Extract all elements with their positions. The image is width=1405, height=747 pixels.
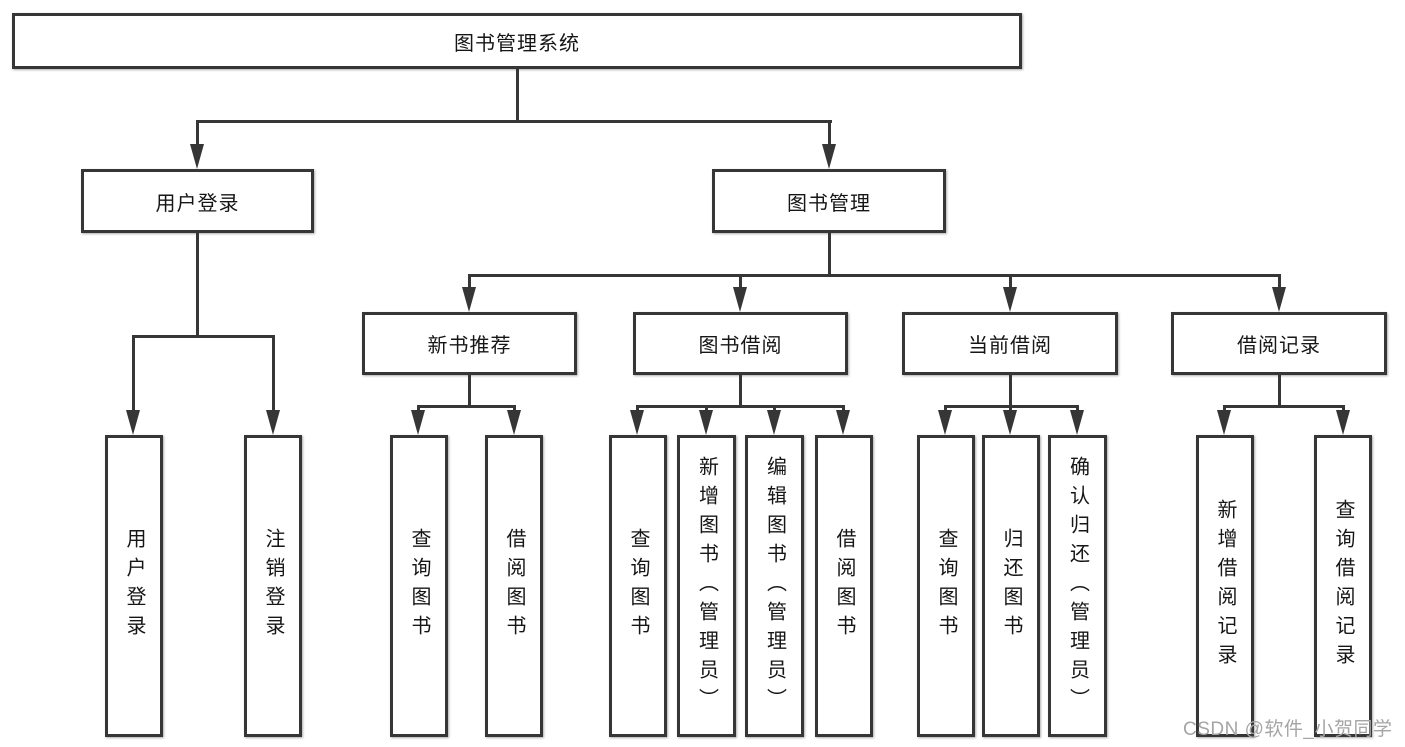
connector-line (272, 335, 275, 413)
leaf-logout: 注销登录 (244, 435, 302, 737)
arrow-down-icon (1003, 287, 1017, 312)
leaf-user-login: 用户登录 (105, 435, 163, 737)
arrow-down-icon (630, 410, 644, 435)
connector-line (468, 274, 1281, 277)
arrow-down-icon (411, 410, 425, 435)
connector-line (1223, 405, 1345, 408)
arrow-down-icon (822, 144, 836, 169)
node-book-borrow: 图书借阅 (633, 312, 848, 375)
arrow-down-icon (733, 287, 747, 312)
arrow-down-icon (1272, 287, 1286, 312)
leaf-label: 编辑图书（管理员） (763, 455, 786, 717)
leaf-add-book-admin: 新增图书（管理员） (677, 435, 736, 737)
connector-line (468, 274, 471, 290)
node-root-system: 图书管理系统 (12, 13, 1022, 69)
arrow-down-icon (462, 287, 476, 312)
node-current-borrow: 当前借阅 (902, 312, 1118, 375)
connector-line (196, 120, 832, 123)
leaf-label: 归还图书 (1000, 528, 1022, 644)
connector-line (417, 405, 516, 408)
arrow-down-icon (507, 410, 521, 435)
connector-line (132, 335, 135, 413)
node-borrow-records: 借阅记录 (1171, 312, 1387, 375)
leaf-label: 查询图书 (935, 528, 957, 644)
arrow-down-icon (1336, 410, 1350, 435)
arrow-down-icon (767, 410, 781, 435)
leaf-query-books-borrow: 查询图书 (609, 435, 667, 737)
leaf-query-borrow-record: 查询借阅记录 (1314, 435, 1372, 737)
connector-line (1278, 375, 1281, 407)
leaf-query-books-current: 查询图书 (917, 435, 975, 737)
arrow-down-icon (699, 410, 713, 435)
leaf-label: 查询图书 (408, 528, 430, 644)
leaf-label: 新增借阅记录 (1214, 499, 1236, 673)
csdn-watermark: CSDN @软件_小贺同学 (1183, 719, 1393, 740)
arrow-down-icon (1070, 410, 1084, 435)
leaf-confirm-return-admin: 确认归还（管理员） (1048, 435, 1107, 737)
connector-line (636, 405, 845, 408)
connector-line (196, 120, 199, 150)
leaf-edit-book-admin: 编辑图书（管理员） (745, 435, 804, 737)
node-label: 图书管理 (787, 192, 871, 215)
arrow-down-icon (190, 144, 204, 169)
leaf-query-books-recommend: 查询图书 (390, 435, 448, 737)
arrow-down-icon (836, 410, 850, 435)
leaf-label: 查询借阅记录 (1332, 499, 1354, 673)
arrow-down-icon (1003, 410, 1017, 435)
leaf-add-borrow-record: 新增借阅记录 (1196, 435, 1254, 737)
node-book-management: 图书管理 (712, 169, 946, 233)
leaf-label: 查询图书 (627, 528, 649, 644)
arrow-down-icon (938, 410, 952, 435)
connector-line (516, 69, 519, 122)
leaf-label: 新增图书（管理员） (695, 455, 718, 717)
arrow-down-icon (266, 410, 280, 435)
node-label: 当前借阅 (968, 335, 1052, 357)
node-user-login: 用户登录 (81, 169, 314, 233)
connector-line (196, 233, 199, 338)
node-label: 新书推荐 (427, 335, 512, 357)
node-label: 借阅记录 (1237, 335, 1321, 357)
connector-line (1009, 375, 1012, 407)
connector-line (828, 120, 831, 150)
connector-line (132, 335, 275, 338)
leaf-label: 确认归还（管理员） (1066, 455, 1089, 717)
leaf-borrow-books: 借阅图书 (815, 435, 873, 737)
leaf-label: 用户登录 (123, 528, 145, 644)
connector-line (468, 375, 471, 407)
connector-line (739, 274, 742, 290)
arrow-down-icon (1217, 410, 1231, 435)
connector-line (1009, 274, 1012, 290)
node-label: 图书借阅 (698, 335, 783, 357)
connector-line (828, 233, 831, 277)
connector-line (739, 375, 742, 407)
node-new-book-recommend: 新书推荐 (362, 312, 577, 375)
node-label: 用户登录 (155, 192, 240, 215)
connector-line (1278, 274, 1281, 290)
arrow-down-icon (126, 410, 140, 435)
leaf-return-books: 归还图书 (982, 435, 1040, 737)
leaf-label: 借阅图书 (833, 528, 855, 644)
node-label: 图书管理系统 (454, 32, 580, 55)
leaf-borrow-books-recommend: 借阅图书 (485, 435, 543, 737)
leaf-label: 注销登录 (262, 528, 284, 644)
leaf-label: 借阅图书 (503, 528, 525, 644)
